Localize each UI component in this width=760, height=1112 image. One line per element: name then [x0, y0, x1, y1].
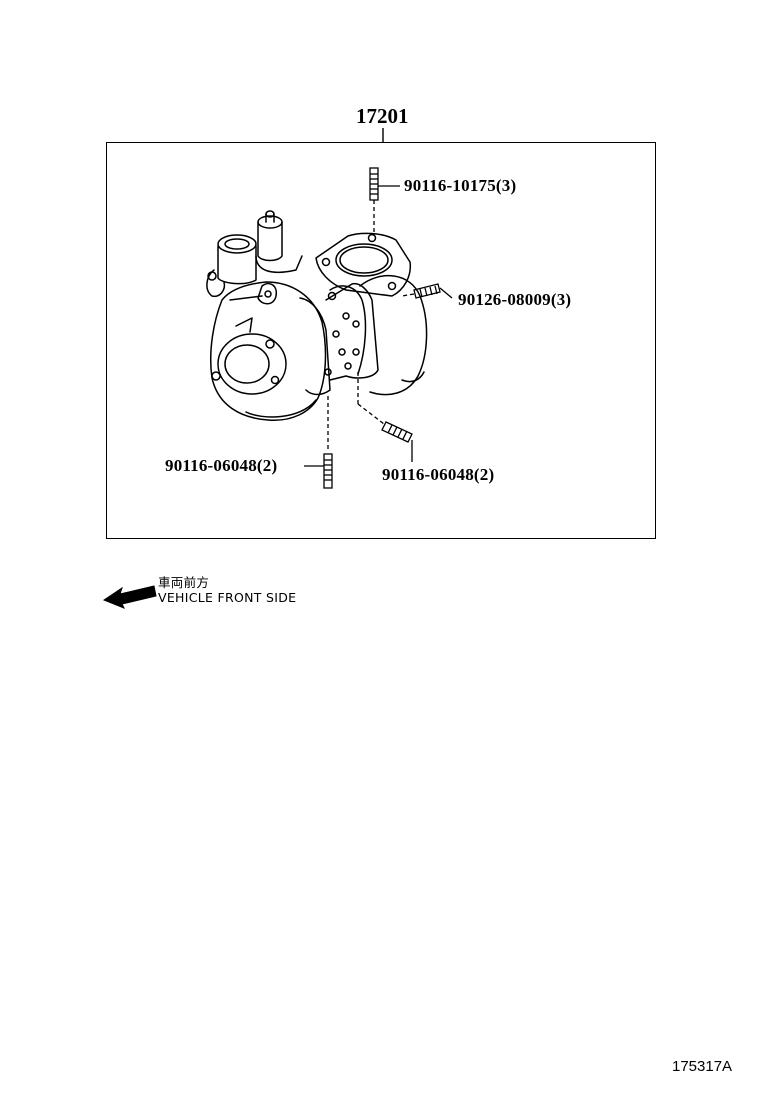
- direction-label-jp: 車両前方: [158, 575, 210, 590]
- stud-bottom-right-icon: [357, 372, 413, 462]
- assembly-part-number: 17201: [356, 104, 409, 128]
- callout-stud-top: 90116-10175(3): [404, 176, 517, 195]
- arrow-left-icon: [102, 585, 157, 609]
- callout-stud-bottom-right: 90116-06048(2): [382, 465, 495, 484]
- stud-bottom-left-icon: [304, 396, 333, 489]
- figure-number: 175317A: [672, 1058, 733, 1075]
- direction-label-en: VEHICLE FRONT SIDE: [158, 590, 297, 605]
- stud-top-icon: [369, 167, 400, 236]
- turbocharger-illustration: [206, 210, 428, 421]
- callout-stud-bottom-left: 90116-06048(2): [165, 456, 278, 475]
- stud-flange-icon: [401, 283, 453, 299]
- diagram-frame: [106, 142, 656, 539]
- callout-stud-flange: 90126-08009(3): [458, 290, 572, 309]
